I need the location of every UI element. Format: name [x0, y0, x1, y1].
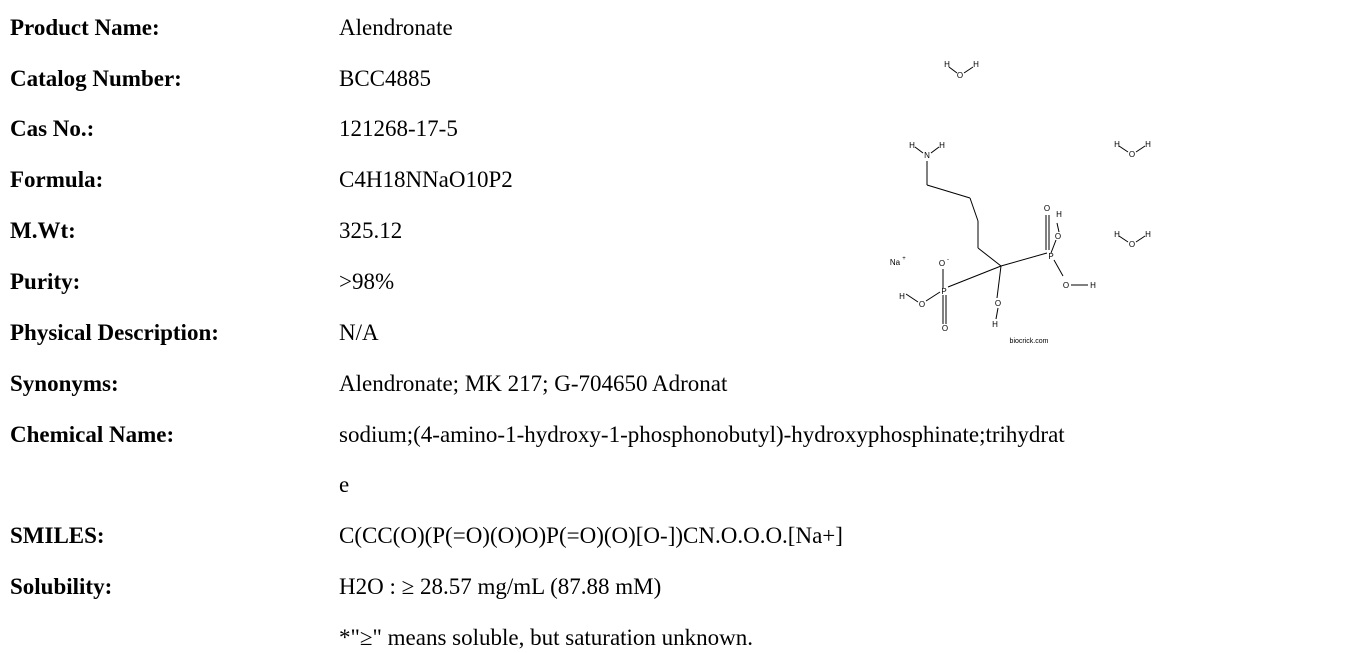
label-purity: Purity: — [10, 269, 81, 294]
atom-h: H — [939, 141, 945, 150]
value-cas-no: 121268-17-5 — [339, 116, 458, 141]
label-synonyms: Synonyms: — [10, 371, 119, 396]
label-solubility: Solubility: — [10, 574, 113, 599]
atom-h: H — [1056, 210, 1062, 219]
structure-watermark: biocrick.com — [1010, 338, 1049, 345]
value-formula: C4H18NNaO10P2 — [339, 167, 513, 192]
atom-p: P — [1048, 252, 1053, 261]
value-product-name: Alendronate — [339, 15, 453, 40]
atom-h: H — [1145, 230, 1151, 239]
label-product-name: Product Name: — [10, 15, 160, 40]
value-mwt: 325.12 — [339, 218, 403, 243]
atom-h: H — [1145, 140, 1151, 149]
atom-h: H — [992, 320, 998, 329]
atom-o: O — [995, 299, 1001, 308]
charge-plus: + — [902, 256, 906, 262]
value-catalog-number: BCC4885 — [339, 66, 432, 91]
atom-o: O — [1063, 281, 1069, 290]
atom-p: P — [941, 287, 946, 296]
chemical-structure-image: H O H H O H H O H H N H O H O P O H Na +… — [890, 60, 1151, 345]
label-physical-description: Physical Description: — [10, 320, 219, 345]
atom-o: O — [942, 324, 948, 333]
value-synonyms: Alendronate; MK 217; G-704650 Adronat — [339, 371, 728, 396]
atom-n: N — [924, 151, 930, 160]
value-physical-description: N/A — [339, 320, 379, 345]
label-mwt: M.Wt: — [10, 218, 76, 243]
atom-o: O — [1129, 150, 1135, 159]
label-formula: Formula: — [10, 167, 104, 192]
atom-sodium: Na — [890, 258, 901, 267]
value-smiles: C(CC(O)(P(=O)(O)O)P(=O)(O)[O-])CN.O.O.O.… — [339, 523, 843, 548]
atom-h: H — [899, 292, 905, 301]
value-chemical-name-line1: sodium;(4-amino-1-hydroxy-1-phosphonobut… — [339, 422, 1065, 447]
atom-h: H — [944, 60, 950, 69]
label-smiles: SMILES: — [10, 523, 105, 548]
label-catalog-number: Catalog Number: — [10, 66, 182, 91]
value-solubility-note: *"≥" means soluble, but saturation unkno… — [339, 625, 754, 650]
atom-h: H — [1114, 140, 1120, 149]
label-chemical-name: Chemical Name: — [10, 422, 175, 447]
value-chemical-name-line2: e — [339, 472, 350, 497]
atom-o: O — [1055, 232, 1061, 241]
atom-o: O — [1044, 204, 1050, 213]
atom-h: H — [973, 60, 979, 69]
value-solubility: H2O : ≥ 28.57 mg/mL (87.88 mM) — [339, 574, 662, 599]
structure-atom-labels: H O H H O H H O H H N H O H O P O H Na +… — [890, 60, 1151, 333]
atom-o: O — [1129, 240, 1135, 249]
atom-o: O — [939, 259, 945, 268]
charge-minus: - — [947, 257, 949, 263]
atom-h: H — [909, 141, 915, 150]
atom-o: O — [957, 71, 963, 80]
label-cas-no: Cas No.: — [10, 116, 95, 141]
value-purity: >98% — [339, 269, 395, 294]
atom-h: H — [1090, 281, 1096, 290]
atom-o: O — [919, 300, 925, 309]
atom-h: H — [1114, 230, 1120, 239]
structure-bonds — [905, 66, 1146, 324]
